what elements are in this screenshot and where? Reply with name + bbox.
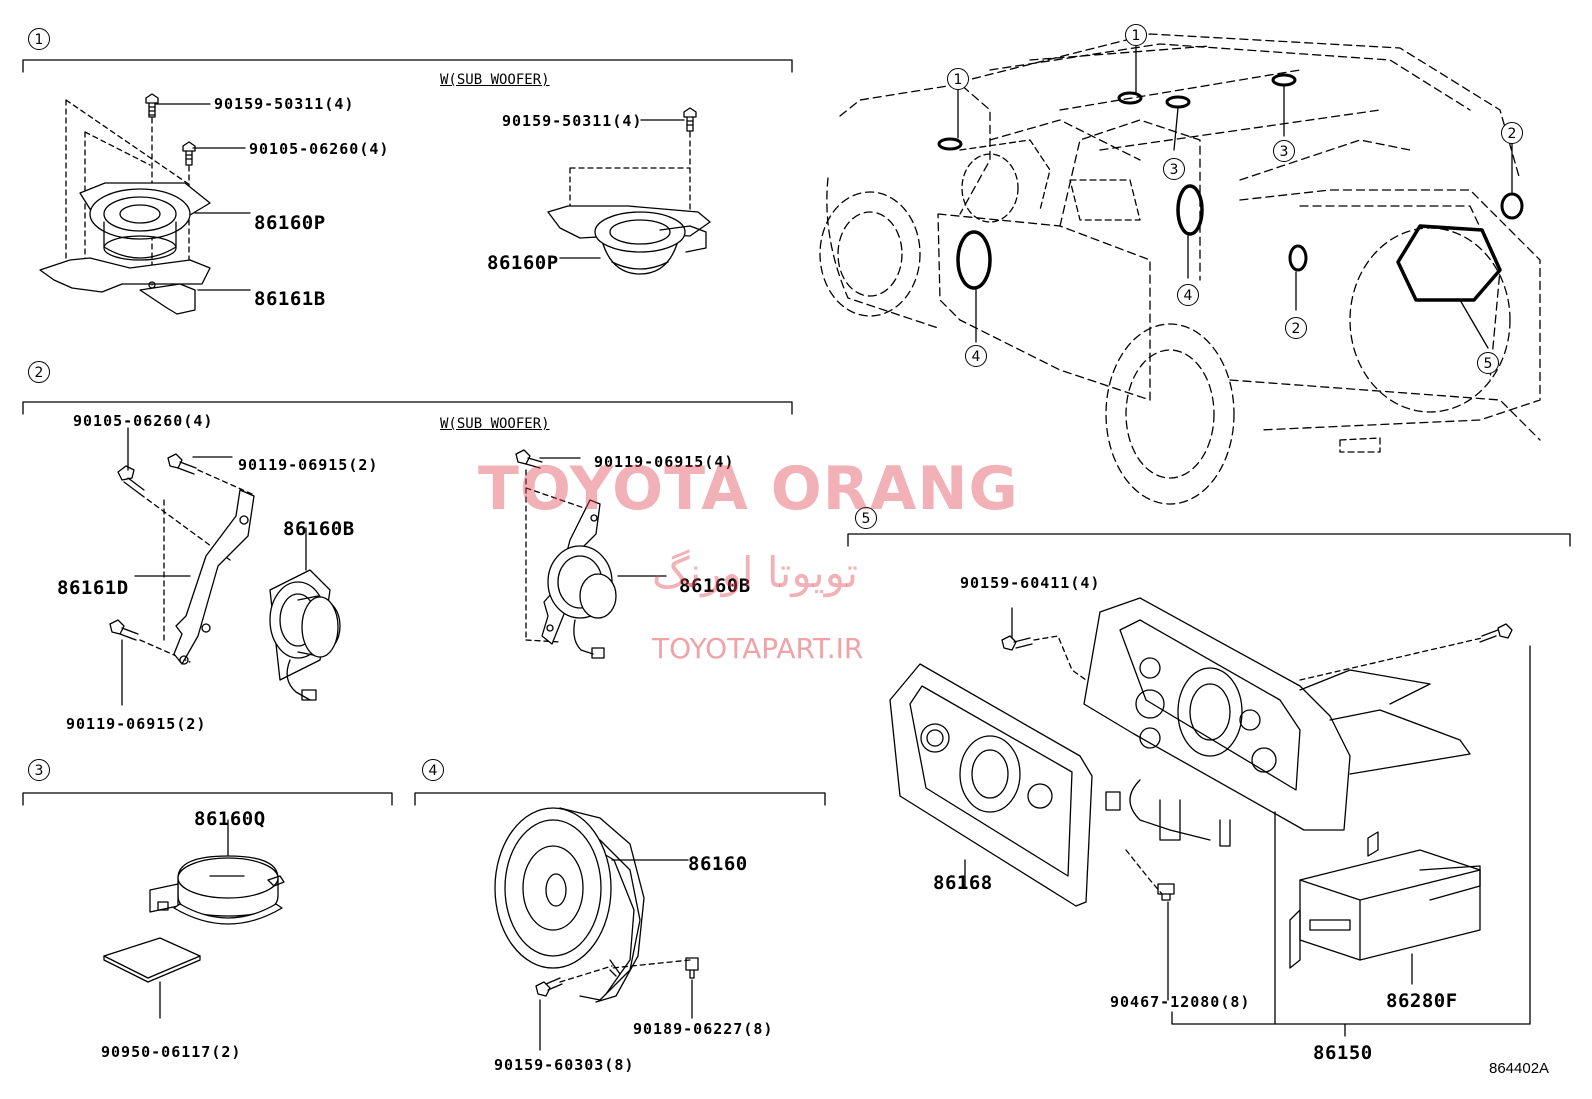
part-label: 90467-12080(8) xyxy=(1110,993,1251,1011)
watermark-title: TOYOTA ORANG xyxy=(478,454,1019,524)
part-label: 86150 xyxy=(1313,1042,1373,1064)
part-label: 86168 xyxy=(933,872,993,894)
vehicle-callout: 1 xyxy=(947,68,969,90)
bolt-icon xyxy=(1479,623,1513,643)
watermark-persian: تویوتا اورنگ xyxy=(652,548,859,597)
part-label: 90159-50311(4) xyxy=(502,112,643,130)
section-2-drawing xyxy=(109,427,341,706)
bolt-icon xyxy=(167,453,197,475)
part-label: 86160P xyxy=(254,212,326,234)
part-label: 90189-06227(8) xyxy=(633,1020,774,1038)
part-label: 90105-06260(4) xyxy=(249,140,390,158)
part-label: 86160P xyxy=(487,252,559,274)
section-2-marker: 2 xyxy=(28,361,50,383)
bolt-icon xyxy=(535,977,563,997)
vehicle-callout: 3 xyxy=(1163,158,1185,180)
nut-icon xyxy=(1157,883,1175,901)
vehicle-callout: 5 xyxy=(1477,352,1499,374)
part-label: 90950-06117(2) xyxy=(101,1043,242,1061)
part-label: 86280F xyxy=(1386,990,1458,1012)
part-label: 86160B xyxy=(679,575,751,597)
section-1-drawing xyxy=(39,93,251,315)
part-label: 90159-50311(4) xyxy=(214,95,355,113)
bolt-icon xyxy=(145,93,159,118)
bolt-icon xyxy=(683,107,697,132)
section-brackets xyxy=(22,59,1571,806)
vehicle-callout: 2 xyxy=(1501,122,1523,144)
bolt-icon xyxy=(182,141,196,166)
part-label: 90159-60303(8) xyxy=(494,1056,635,1074)
section-2-subwoofer-drawing xyxy=(515,449,667,659)
vehicle-callout: 3 xyxy=(1273,140,1295,162)
bolt-icon xyxy=(109,619,139,641)
part-label: 90119-06915(2) xyxy=(238,456,379,474)
part-label: 86161D xyxy=(57,577,129,599)
part-label: 86160Q xyxy=(194,808,266,830)
section-1-subwoofer-drawing xyxy=(547,107,711,275)
section-3-marker: 3 xyxy=(28,759,50,781)
diagram-reference: 864402A xyxy=(1489,1060,1550,1077)
bolt-icon xyxy=(1001,635,1033,651)
section-4-drawing xyxy=(494,807,699,1051)
vehicle-drawing xyxy=(819,33,1541,505)
section-1-marker: 1 xyxy=(28,28,50,50)
bolt-icon xyxy=(515,449,543,469)
part-label: 86160 xyxy=(688,853,748,875)
section-4-marker: 4 xyxy=(422,759,444,781)
part-label: 90159-60411(4) xyxy=(960,574,1101,592)
vehicle-callout: 4 xyxy=(965,345,987,367)
part-label: 86160B xyxy=(283,518,355,540)
vehicle-callout: 2 xyxy=(1285,317,1307,339)
part-label: 86161B xyxy=(254,288,326,310)
part-label: 90119-06915(2) xyxy=(66,715,207,733)
part-label: 90119-06915(4) xyxy=(594,453,735,471)
vehicle-callout: 4 xyxy=(1177,284,1199,306)
bolt-icon xyxy=(117,465,145,495)
vehicle-callout: 1 xyxy=(1125,24,1147,46)
section-3-drawing xyxy=(103,819,285,1019)
section-2-variant-label: W(SUB WOOFER) xyxy=(440,416,550,432)
section-1-variant-label: W(SUB WOOFER) xyxy=(440,72,550,88)
part-label: 90105-06260(4) xyxy=(73,412,214,430)
watermark-url: TOYOTAPART.IR xyxy=(652,632,864,665)
section-5-marker: 5 xyxy=(855,507,877,529)
section-5-drawing xyxy=(889,597,1531,1037)
clip-icon xyxy=(685,957,699,979)
